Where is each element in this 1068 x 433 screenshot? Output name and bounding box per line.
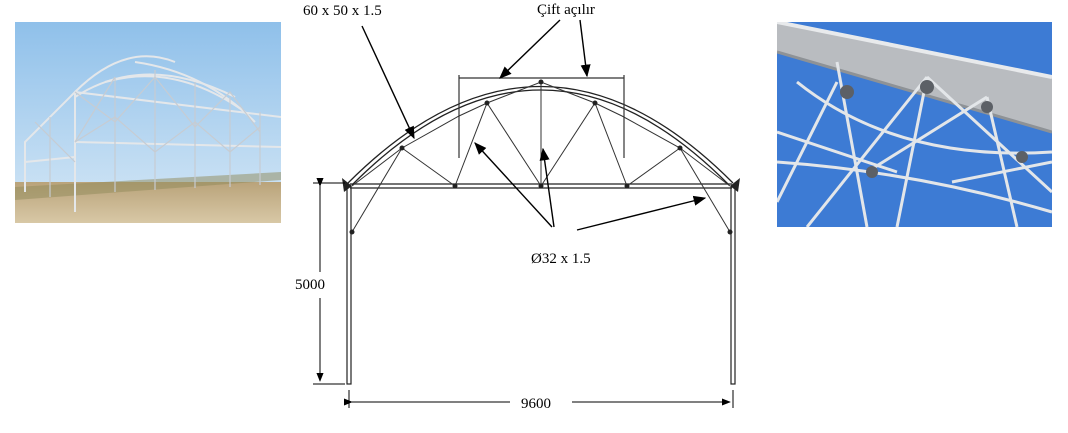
greenhouse-frame-photo bbox=[15, 22, 281, 223]
height-label: 5000 bbox=[295, 277, 325, 293]
pipe-label: Ø32 x 1.5 bbox=[531, 251, 591, 267]
height-dimension bbox=[313, 177, 345, 385]
truss-detail-photo bbox=[777, 22, 1052, 227]
span-dimension bbox=[343, 390, 734, 408]
vent-frame bbox=[458, 75, 625, 158]
span-label: 9600 bbox=[521, 396, 551, 412]
vent-label: Çift açılır bbox=[537, 2, 595, 18]
profile-label: 60 x 50 x 1.5 bbox=[303, 3, 382, 19]
truss-web bbox=[351, 81, 731, 233]
leader-arrows bbox=[361, 19, 707, 231]
joints bbox=[342, 79, 740, 235]
